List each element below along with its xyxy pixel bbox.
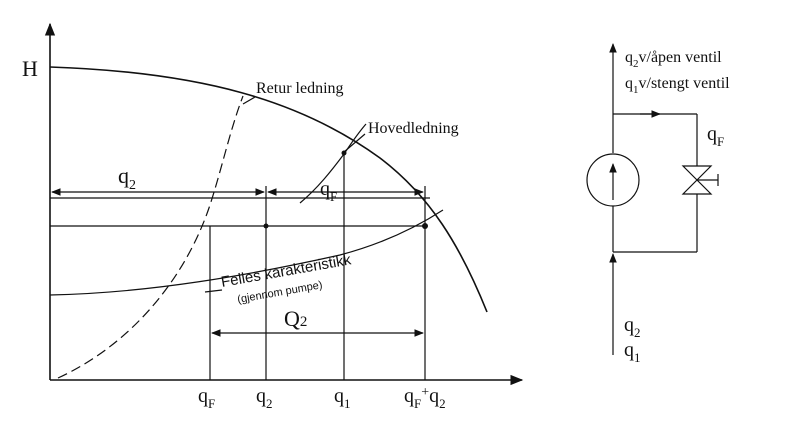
felles-leader [204, 289, 223, 293]
schematic-label-bottom-2: q1 [624, 339, 641, 365]
chart-area: H Retur ledning Hovedledning Felles kara… [22, 22, 524, 411]
hovedledning-label: Hovedledning [368, 120, 459, 137]
x-tick-qF: qF [198, 385, 215, 411]
point-qF-q2-intersection [422, 223, 428, 229]
x-tick-qF-plus-q2: qF+q2 [404, 385, 446, 411]
schematic-label-valve-flow: qF [707, 123, 724, 149]
y-axis-label: H [22, 56, 38, 81]
retur-ledning-label: Retur ledning [256, 80, 344, 97]
x-tick-q1: q1 [334, 385, 351, 411]
common-characteristic-curve [49, 209, 444, 296]
hoved-leader [343, 133, 366, 153]
schematic: q2v/åpen ventil q1v/stengt ventil qF q2 … [586, 43, 730, 365]
schematic-label-top-2: q1v/stengt ventil [625, 75, 730, 96]
schematic-label-bottom-1: q2 [624, 314, 641, 340]
x-tick-q2: q2 [256, 385, 273, 411]
pump-curve [49, 66, 488, 313]
valve-symbol [681, 165, 713, 195]
dim-label-qF: qF [320, 178, 337, 204]
dim-label-Q2: Q2 [284, 306, 307, 331]
point-q1-intersection [341, 150, 347, 156]
point-q2-intersection [263, 223, 269, 229]
return-line-curve [57, 95, 244, 379]
retur-leader [242, 96, 256, 105]
schematic-label-top-1: q2v/åpen ventil [625, 49, 722, 70]
dim-label-q2: q2 [118, 163, 136, 193]
